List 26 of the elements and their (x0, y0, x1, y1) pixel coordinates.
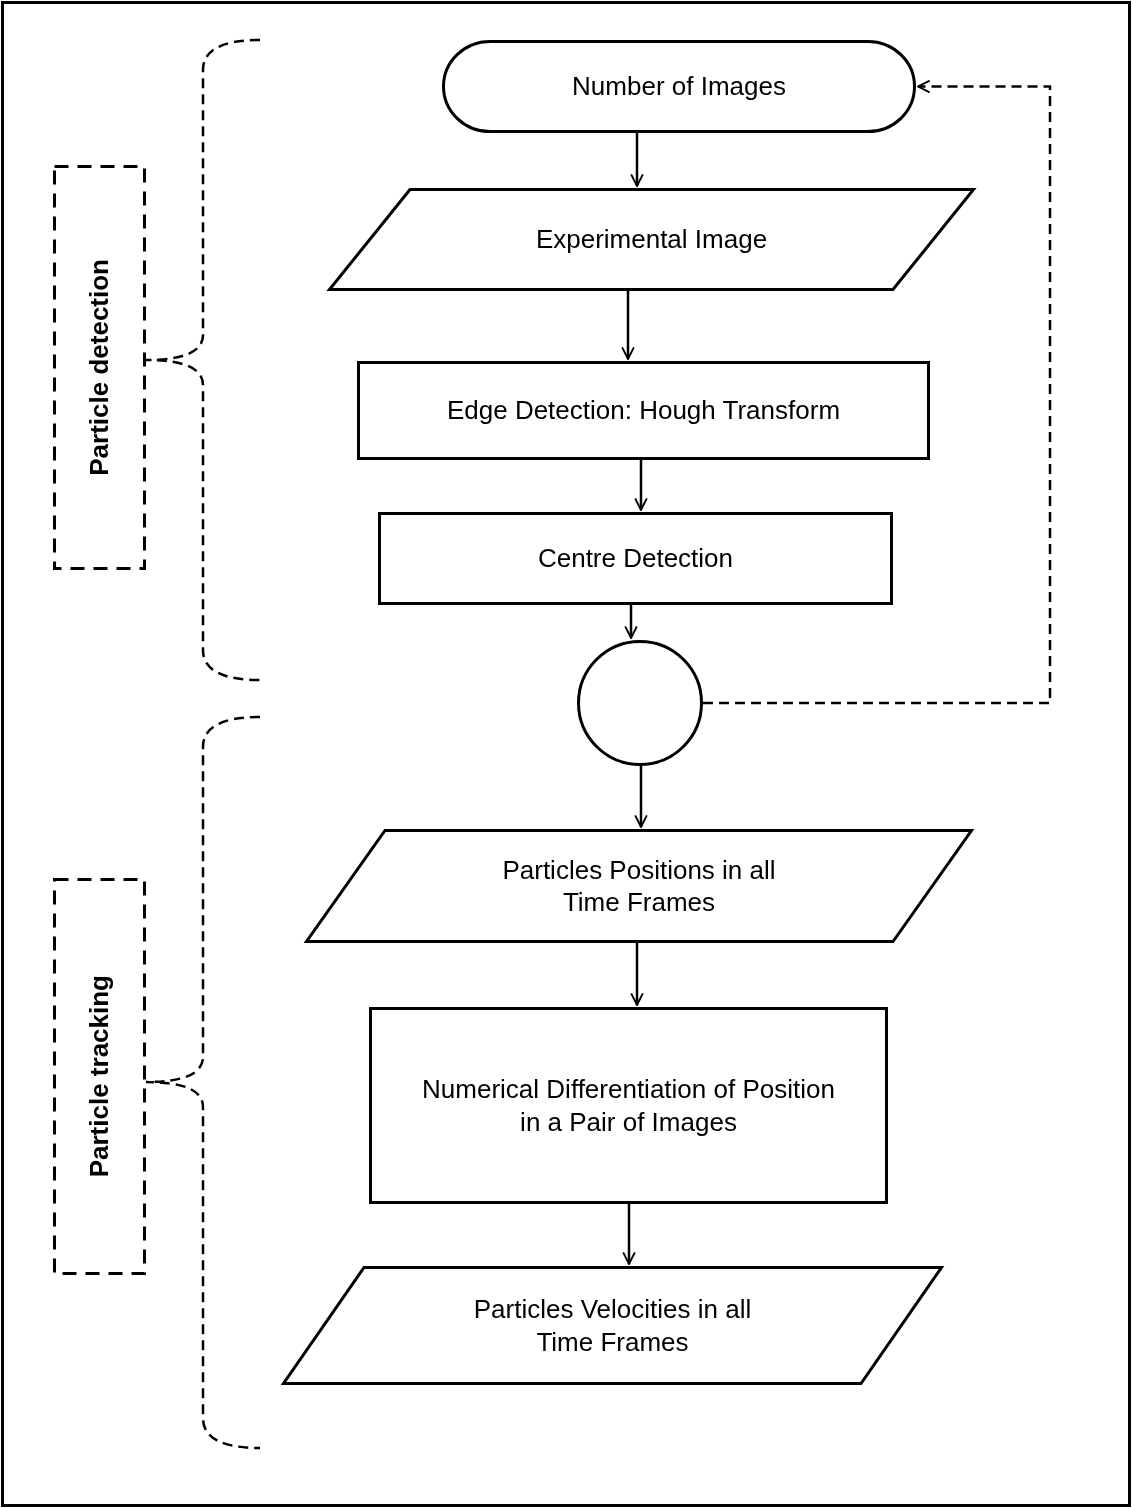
group-label-box (53, 878, 146, 1275)
arrow (624, 605, 638, 639)
arrow (622, 1204, 636, 1265)
arrow (634, 766, 648, 828)
data-shape (305, 829, 973, 943)
node-text: Particles Positions in all Time Frames (501, 853, 777, 919)
arrow (703, 79, 1052, 705)
process-box (369, 1007, 888, 1204)
arrow (621, 291, 635, 360)
group-label: Particle detection (83, 259, 116, 476)
group-label: Particle tracking (83, 975, 116, 1178)
data-shape (328, 188, 975, 291)
arrow (630, 133, 644, 187)
arrow (630, 943, 644, 1006)
process-box (357, 361, 930, 460)
process-box (378, 512, 893, 605)
data-shape (282, 1266, 943, 1385)
node-text: Particles Velocities in all Time Frames (472, 1293, 753, 1358)
node-text: Number of Images (572, 70, 786, 103)
group-label-box (53, 165, 146, 570)
node-text: Edge Detection: Hough Transform (446, 394, 841, 427)
arrow (634, 460, 648, 511)
node-text: Experimental Image (535, 223, 768, 256)
node-text: Numerical Differentiation of Position in a Pair of Images (421, 1073, 836, 1138)
node-text: Centre Detection (537, 542, 734, 575)
connector-circle (577, 640, 703, 766)
